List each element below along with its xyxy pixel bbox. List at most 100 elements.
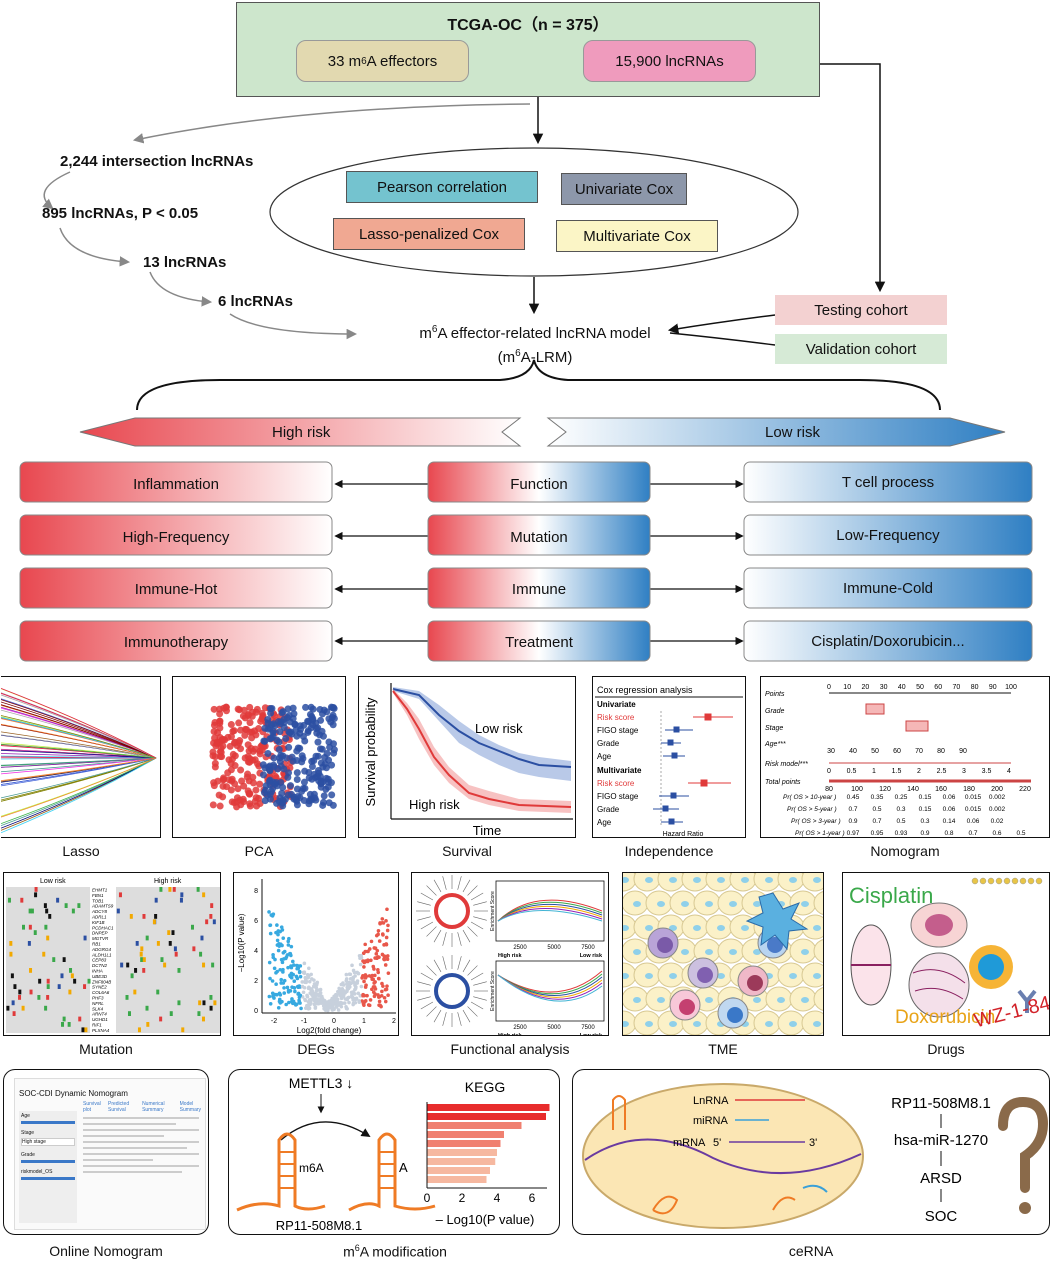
row-right-1: T cell process	[841, 474, 935, 491]
volcano-point	[368, 998, 373, 1002]
volcano-point	[356, 971, 361, 976]
online-slider-grade[interactable]	[21, 1160, 75, 1163]
tme-nucleus	[633, 997, 641, 1003]
mutation-cell	[202, 962, 206, 968]
volcano-point	[298, 974, 303, 979]
volcano-point	[325, 1005, 330, 1010]
pca-point-high	[258, 709, 266, 717]
volcano-point	[350, 963, 354, 968]
volcano-point	[309, 998, 313, 1003]
volcano-point	[280, 999, 284, 1004]
mutation-cell	[139, 951, 143, 957]
tme-nucleus	[765, 877, 773, 883]
kegg-bar	[427, 1131, 504, 1138]
tme-panel	[622, 872, 824, 1036]
mutation-gene-label: ALDH1L1	[91, 952, 112, 957]
nomogram-os-tick: 0.002	[989, 794, 1006, 801]
pca-point-low	[269, 727, 277, 735]
online-slider-age[interactable]	[21, 1121, 75, 1124]
online-tab-4[interactable]: Model Summary	[179, 1101, 202, 1113]
tme-nucleus	[801, 949, 809, 955]
online-tab-1[interactable]: Survival plot	[83, 1101, 101, 1113]
kegg-tick-6: 6	[529, 1191, 536, 1205]
cerna-chain-1: RP11-508M8.1	[891, 1095, 991, 1112]
tme-nucleus	[623, 925, 629, 931]
volcano-point	[300, 984, 305, 989]
mutation-gene-label: KIF1B	[92, 920, 105, 925]
mutation-cell	[67, 1022, 71, 1027]
tme-nucleus	[741, 925, 749, 931]
online-tab-3[interactable]: Numerical Summary	[142, 1101, 165, 1113]
online-output	[83, 1113, 199, 1221]
volcano-point	[344, 978, 349, 983]
tme-nucleus	[623, 1021, 629, 1027]
volcano-point	[285, 985, 290, 990]
mutation-gene-label: FBN1	[92, 893, 104, 898]
volcano-point	[296, 992, 300, 996]
nomogram-total-tick: 160	[935, 786, 947, 793]
pca-point-low	[285, 743, 293, 751]
tme-nucleus	[633, 901, 641, 907]
pca-point-high	[210, 721, 218, 729]
volcano-point	[275, 969, 279, 974]
gsea-low-label: Low risk	[580, 1033, 603, 1036]
volcano-point	[279, 981, 283, 985]
mutation-gene-label: INHA	[92, 969, 103, 974]
volcano-point	[349, 981, 353, 986]
nomogram-points-tick: 70	[953, 684, 961, 691]
pca-point-low	[275, 746, 283, 754]
nomogram-total-tick: 140	[907, 786, 919, 793]
online-stage-select[interactable]: High stage	[21, 1138, 75, 1146]
volcano-point	[319, 996, 324, 1000]
mutation-cell	[83, 935, 87, 941]
nomogram-points-tick: 0	[827, 684, 831, 691]
online-slider-risk[interactable]	[21, 1177, 75, 1180]
tme-cell	[813, 891, 823, 915]
pca-point-low	[300, 797, 308, 805]
volcano-point	[353, 987, 357, 992]
volcano-point	[369, 958, 373, 963]
volcano-point	[282, 991, 287, 995]
nomogram-os-tick: 0.5	[872, 806, 881, 813]
forest-row-m3: Grade	[597, 805, 620, 814]
mutation-gene-label: UBE3D	[92, 974, 108, 979]
mutation-cell	[202, 892, 206, 898]
volcano-point	[279, 977, 284, 982]
cerna-chain-4: SOC	[925, 1208, 958, 1225]
mutation-cell	[133, 989, 137, 995]
tme-immune-nucleus	[657, 937, 673, 953]
volcano-point	[362, 1000, 367, 1004]
independence-panel: Cox regression analysis Univariate Risk …	[592, 676, 746, 838]
online-tab-2[interactable]: Predicted Survival	[107, 1101, 130, 1113]
mutation-cell	[142, 914, 146, 919]
mutation-cell	[167, 930, 171, 935]
filter-step-3: 13 lncRNAs	[143, 254, 227, 271]
tme-nucleus	[789, 1021, 797, 1027]
volcano-point	[385, 957, 390, 962]
volcano-point	[356, 991, 361, 996]
gsea-circle	[434, 893, 470, 929]
volcano-point	[374, 933, 379, 938]
nomogram-total-tick: 80	[825, 786, 833, 793]
volcano-point	[271, 994, 275, 999]
volcano-point	[289, 944, 294, 949]
nomogram-total-tick: 120	[879, 786, 891, 793]
tme-nucleus	[729, 901, 737, 907]
nomogram-os-tick: 0.45	[847, 794, 860, 801]
pca-point-low	[301, 767, 309, 775]
volcano-point	[326, 1008, 330, 1013]
mutation-gene-label: COL6A6	[92, 990, 110, 995]
nomogram-points-tick: 50	[916, 684, 924, 691]
mutation-cell	[52, 957, 56, 962]
volcano-point	[282, 986, 286, 990]
kegg-bar	[427, 1104, 550, 1111]
volcano-point	[384, 919, 388, 923]
mutation-caption: Mutation	[79, 1041, 133, 1057]
methods-ellipse	[269, 147, 799, 277]
volcano-point	[288, 951, 293, 956]
pca-point-low	[312, 752, 320, 760]
nomogram-risk-tick: 2	[917, 768, 921, 775]
kegg-bar	[427, 1140, 501, 1147]
volcano-point	[386, 923, 390, 928]
nomogram-points-tick: 80	[971, 684, 979, 691]
